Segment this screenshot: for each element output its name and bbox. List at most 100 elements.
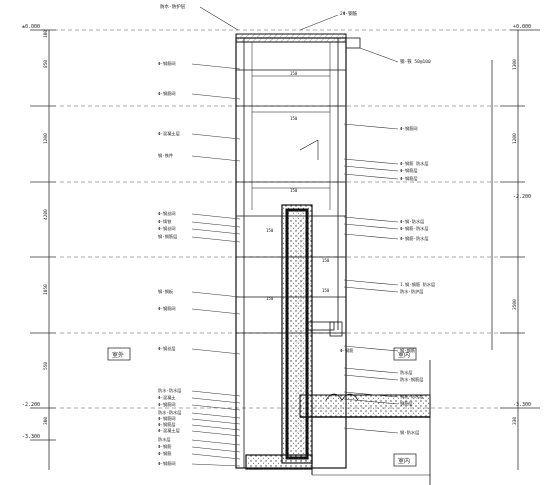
leader-line bbox=[191, 390, 241, 397]
leader-lines-left bbox=[191, 6, 241, 467]
left-callout: Φ-钢筋网 bbox=[158, 401, 176, 408]
leader-line bbox=[191, 291, 241, 298]
leader-line bbox=[191, 404, 241, 411]
leader-line bbox=[191, 155, 241, 162]
leader-line bbox=[191, 93, 241, 100]
right-upper-note: 钢-铁 50@100 bbox=[400, 58, 431, 65]
leader-line bbox=[359, 47, 399, 63]
right-level-label: -3.300 bbox=[513, 402, 531, 408]
leader-line bbox=[191, 228, 241, 235]
leader-line bbox=[343, 374, 399, 381]
leader-line bbox=[343, 223, 399, 230]
inner-dimension-value: 150 bbox=[290, 71, 298, 76]
leader-line bbox=[191, 63, 241, 70]
right-callout: 防水-钢筋层 bbox=[400, 376, 423, 383]
top-left-note: 防水-防护层 bbox=[160, 3, 186, 10]
leader-line bbox=[191, 446, 241, 453]
top-right-note: 2Φ-钢筋 bbox=[340, 10, 358, 17]
leader-line bbox=[343, 158, 399, 165]
leader-line bbox=[191, 308, 241, 315]
right-level-label: -2.200 bbox=[513, 194, 531, 200]
left-dimension-value: 300 bbox=[43, 417, 49, 425]
left-dimension-value: 850 bbox=[43, 60, 49, 68]
left-dimension-value: 1200 bbox=[43, 133, 49, 144]
left-callout: Φ-钢筋层 bbox=[158, 421, 176, 428]
left-callout: 钢-铁件 bbox=[158, 152, 173, 159]
left-callout: Φ-钢丝网 bbox=[158, 225, 176, 232]
inner-dimension-value: 150 bbox=[322, 258, 330, 263]
left-callout: Φ-钢筋网 bbox=[158, 460, 176, 467]
left-dimension-value: 550 bbox=[43, 362, 49, 370]
inner-dimension-value: 150 bbox=[266, 228, 274, 233]
left-callout: Φ-钢筋网 bbox=[158, 415, 176, 422]
left-dimension-value: 100 bbox=[43, 30, 49, 38]
leader-line bbox=[343, 233, 399, 240]
left-dimension-value: 4200 bbox=[43, 209, 49, 220]
left-level-label: -2.200 bbox=[22, 402, 40, 408]
annotation-text: ±0.000-2.200-3.300+0.000-2.200-3.3001008… bbox=[22, 3, 531, 467]
leader-line bbox=[191, 397, 241, 404]
left-callout: 防水-防水层 bbox=[158, 387, 181, 394]
right-dimension-value: 330 bbox=[512, 417, 518, 425]
right-callout: 钢-钢筋 bbox=[400, 347, 415, 354]
left-callout: Φ-钢筋网 bbox=[158, 90, 176, 97]
leader-line bbox=[191, 412, 241, 419]
right-dimension-line bbox=[491, 29, 540, 470]
room-label: 室内 bbox=[398, 457, 410, 465]
right-callout: 防水-防护层 bbox=[400, 288, 423, 295]
concrete-core bbox=[245, 204, 313, 470]
room-label-boxes bbox=[107, 347, 417, 467]
right-callout: Φ-钢-防水层 bbox=[400, 218, 424, 225]
leader-line bbox=[191, 236, 241, 243]
left-callout: Φ-铸铁 bbox=[158, 218, 172, 225]
leader-line bbox=[199, 6, 239, 31]
leader-line bbox=[191, 424, 241, 431]
leader-line bbox=[191, 453, 241, 460]
leader-line bbox=[343, 398, 399, 405]
right-callout: 防水层 bbox=[400, 369, 413, 376]
leader-line bbox=[299, 14, 339, 31]
left-level-label: -3.300 bbox=[22, 434, 40, 440]
leader-line bbox=[191, 133, 241, 140]
right-callout: 1.钢-钢筋 防水层 bbox=[400, 281, 435, 288]
right-callout: Φ-钢筋网 bbox=[400, 125, 418, 132]
leader-line bbox=[343, 391, 399, 398]
left-callout: Φ-钢筋网 bbox=[158, 305, 176, 312]
inner-dimension-value: 150 bbox=[322, 288, 330, 293]
leader-line bbox=[343, 367, 399, 374]
left-callout: 钢-钢板 bbox=[158, 288, 174, 295]
room-label: 室外 bbox=[112, 351, 124, 359]
left-level-label: ±0.000 bbox=[22, 24, 40, 30]
level-lines bbox=[40, 29, 510, 409]
right-callout: 钢筋层 bbox=[400, 400, 413, 407]
right-dimension-value: 1300 bbox=[512, 59, 518, 70]
leader-line bbox=[191, 463, 241, 467]
left-dimension-line bbox=[30, 29, 56, 470]
left-callout: 钢-钢筋层 bbox=[158, 233, 177, 240]
leader-line bbox=[343, 216, 399, 223]
left-callout: Φ-钢筋网 bbox=[158, 60, 176, 67]
leader-line bbox=[343, 165, 399, 172]
left-callout: Φ-钢筋 bbox=[158, 450, 171, 457]
leader-lines-right bbox=[299, 14, 399, 434]
leader-line bbox=[343, 173, 399, 180]
right-callout: 钢-防水层 bbox=[400, 429, 419, 436]
leader-line bbox=[343, 123, 399, 130]
left-callout: Φ-钢丝网 bbox=[158, 210, 176, 217]
leader-line bbox=[343, 345, 399, 352]
left-callout: Φ-钢筋 bbox=[158, 443, 171, 450]
left-callout: Φ-混凝土层 bbox=[158, 130, 180, 137]
left-callout: 防水-防水层 bbox=[158, 409, 181, 416]
left-callout: Φ-钢丝层 bbox=[158, 345, 176, 352]
right-callout: Φ-钢筋-防水层 bbox=[400, 235, 429, 242]
right-dimension-value: 3500 bbox=[512, 299, 518, 310]
ground-slab bbox=[299, 37, 431, 485]
right-callout: Φ-钢筋-防水层 bbox=[400, 225, 429, 232]
left-dimension-value: 1050 bbox=[43, 284, 49, 295]
right-callout: Φ-钢筋 防水层 bbox=[400, 160, 429, 167]
leader-line bbox=[191, 221, 241, 228]
leader-line bbox=[191, 348, 241, 355]
leader-line bbox=[343, 427, 399, 434]
left-callout: 防水层 bbox=[158, 436, 171, 443]
